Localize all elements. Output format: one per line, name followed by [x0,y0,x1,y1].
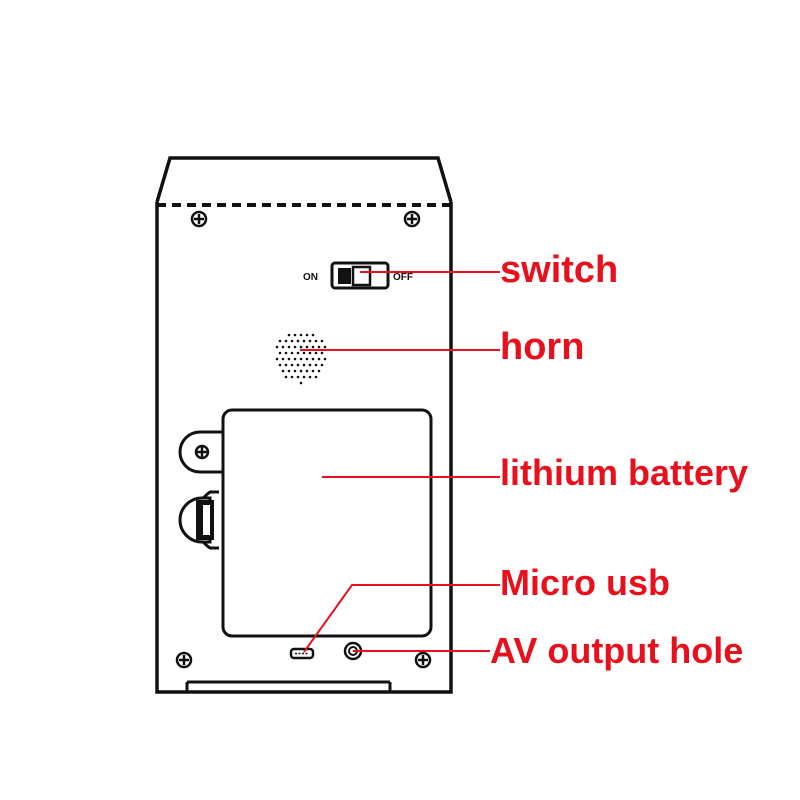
speaker-dot [275,345,279,349]
speaker-dot [305,357,309,361]
speaker-dot [287,333,291,337]
speaker-dot [302,351,306,355]
label-lithium-battery: lithium battery [500,452,749,493]
battery-compartment [178,408,433,638]
speaker-dot [311,369,315,373]
power-switch[interactable]: ON OFF [303,261,413,290]
speaker-dot [317,357,321,361]
speaker-dot [287,357,291,361]
speaker-dot [278,339,282,343]
screw-icon [414,651,432,669]
speaker-dot [290,375,294,379]
label-switch: switch [500,249,619,291]
speaker-dot [287,345,291,349]
battery-latch[interactable] [178,496,214,544]
speaker-dot [314,363,318,367]
speaker-dot [320,339,324,343]
speaker-dot [299,345,303,349]
speaker-dot [290,363,294,367]
speaker-dot [281,369,285,373]
speaker-dot [317,345,321,349]
speaker-dot [317,369,321,373]
speaker-dot [302,375,306,379]
speaker-dot [311,345,315,349]
speaker-dot [299,357,303,361]
speaker-dot [284,351,288,355]
speaker-dot [308,375,312,379]
speaker-dot [299,381,303,385]
speaker-dot [293,345,297,349]
speaker-dot [284,363,288,367]
speaker-dot [296,351,300,355]
switch-off-text: OFF [393,272,413,283]
speaker-dot [284,375,288,379]
speaker-dot [293,357,297,361]
speaker-dot [296,339,300,343]
bottom-lip [185,680,392,692]
speaker-dot [308,363,312,367]
speaker-dot [305,369,309,373]
speaker-dot [299,369,303,373]
speaker-dot [293,333,297,337]
speaker-dot [296,375,300,379]
label-horn: horn [500,326,585,368]
speaker-dot [302,363,306,367]
callout-lines [300,271,500,653]
speaker-dot [305,333,309,337]
speaker-dot [293,369,297,373]
speaker-dot [320,363,324,367]
battery-tab-screw-icon [194,444,210,460]
device-body [155,156,453,694]
speaker-dot [305,345,309,349]
switch-on-text: ON [303,272,318,283]
screw-icon [190,210,208,228]
speaker-dot [323,357,327,361]
speaker-dot [284,339,288,343]
speaker-dot [314,351,318,355]
speaker-dot [290,351,294,355]
speaker-dot [281,345,285,349]
speaker-dot [311,333,315,337]
label-micro-usb: Micro usb [500,562,671,603]
speaker-dot [320,351,324,355]
speaker-dot [278,363,282,367]
speaker-dot [290,339,294,343]
micro-usb-port[interactable] [289,647,315,660]
label-av-output-hole: AV output hole [490,630,744,671]
speaker-dot [281,357,285,361]
speaker-dot [308,339,312,343]
speaker-dot [299,333,303,337]
screw-icon [403,210,421,228]
speaker-dot [302,339,306,343]
speaker-dot [296,363,300,367]
speaker-grille [275,333,327,385]
screw-icon [175,651,193,669]
speaker-dot [287,369,291,373]
speaker-dot [275,357,279,361]
speaker-dot [311,357,315,361]
speaker-dot [308,351,312,355]
speaker-dot [278,351,282,355]
speaker-dot [314,339,318,343]
speaker-dot [323,345,327,349]
speaker-dot [314,375,318,379]
callout-line-micro-usb [303,584,500,653]
